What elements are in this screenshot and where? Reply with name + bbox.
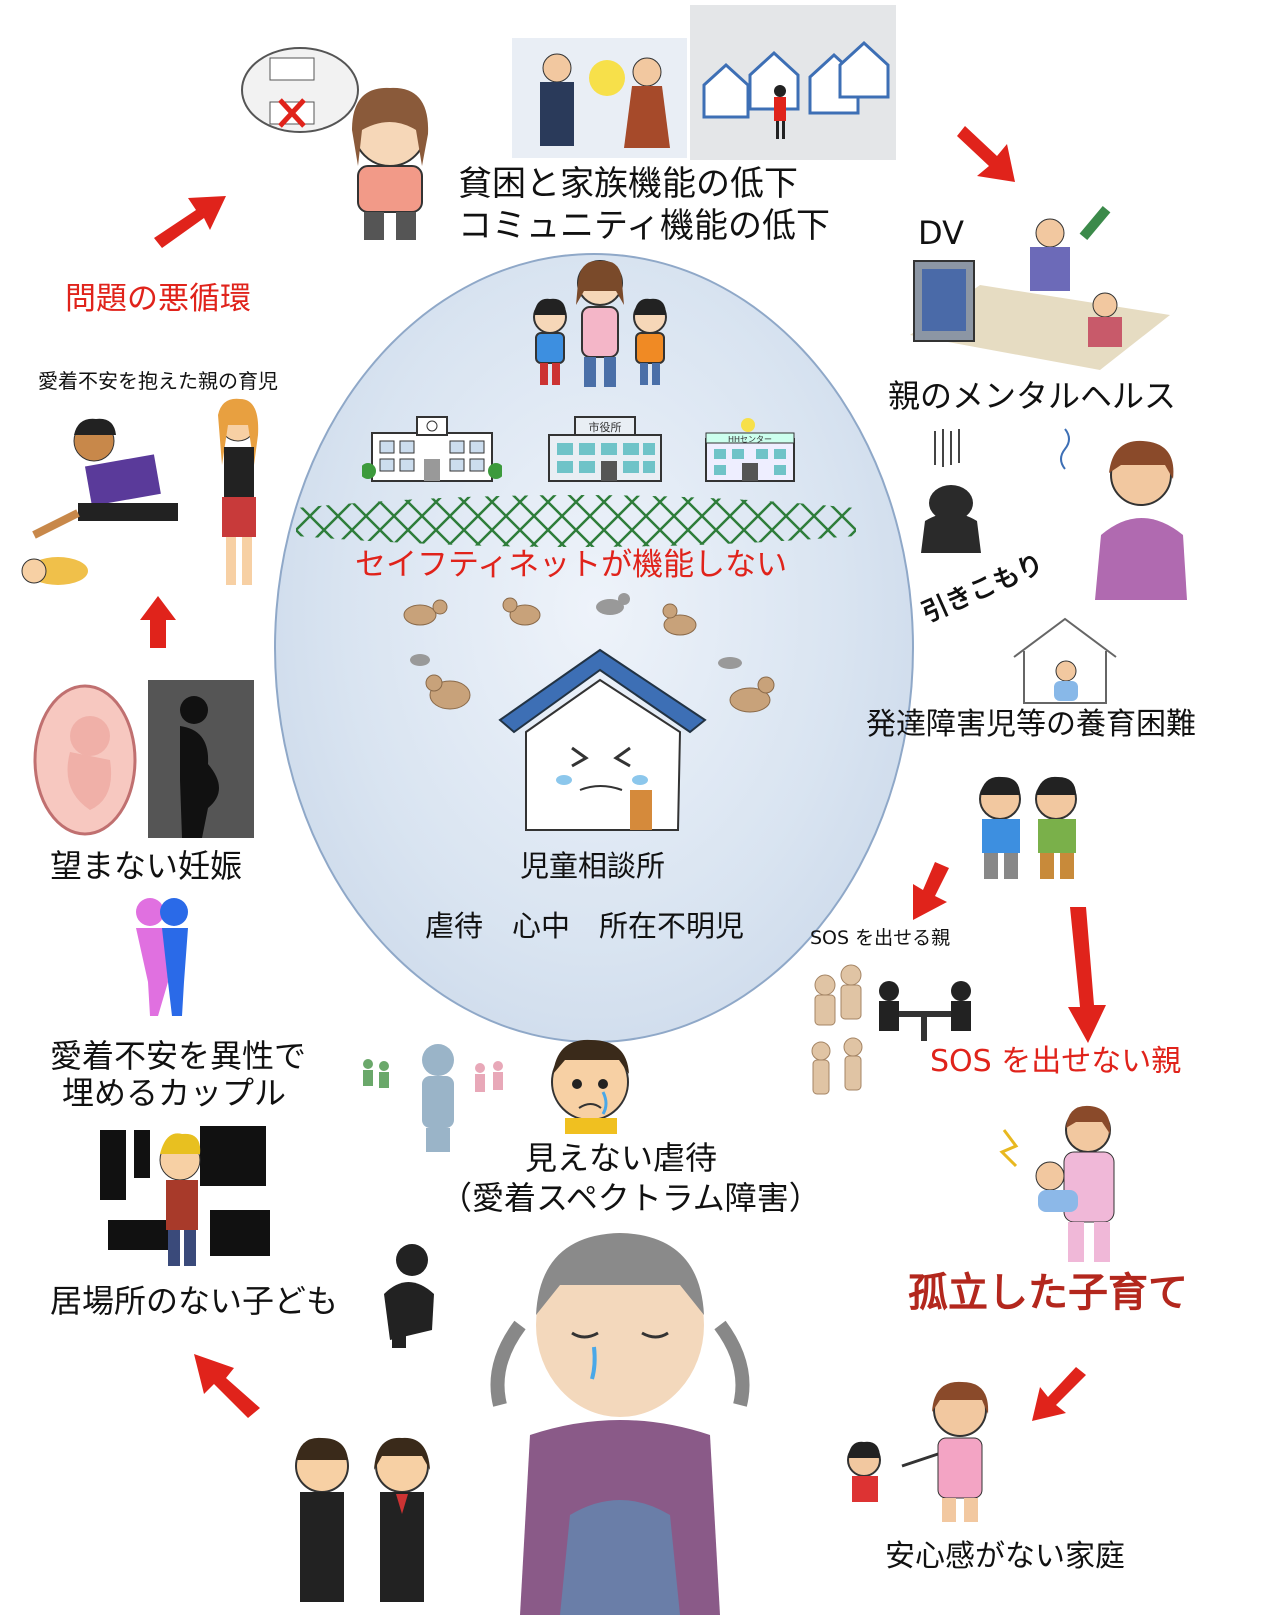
safety-net-label: セイフティネットが機能しない	[355, 547, 788, 583]
unwanted-pregnancy-label: 望まない妊娠	[50, 847, 243, 885]
outcomes-label: 虐待 心中 所在不明児	[425, 909, 745, 943]
worried-woman-icon	[241, 47, 429, 240]
city-hall-label: 市役所	[589, 420, 622, 434]
no-place-label: 居場所のない子ども	[50, 1282, 339, 1320]
consult-label: 児童相談所	[520, 849, 666, 883]
depressed-people-icon	[921, 428, 1187, 600]
no-security-label: 安心感がない家庭	[885, 1539, 1125, 1574]
arrow-icon	[154, 196, 226, 248]
fighting-kids-icon	[979, 776, 1077, 879]
mother-baby-icon	[999, 1105, 1115, 1262]
students-icon	[295, 1437, 430, 1602]
sos-can-label: SOS を出せる親	[810, 927, 951, 949]
school-icon	[362, 416, 502, 482]
community-houses-icon	[690, 5, 896, 160]
arrow-icon	[140, 596, 176, 648]
top-title-1: 貧困と家族機能の低下	[458, 164, 798, 204]
arrow-icon	[913, 862, 949, 920]
developmental-label: 発達障害児等の養育困難	[866, 707, 1196, 742]
mental-health-label: 親のメンタルヘルス	[888, 377, 1177, 415]
invisible-child-icon	[363, 1044, 503, 1152]
couple-label-2: 埋めるカップル	[62, 1074, 287, 1112]
dv-label: DV	[918, 214, 964, 252]
top-title-2: コミュニティ機能の低下	[458, 206, 830, 246]
couple-label-1: 愛着不安を異性で	[50, 1037, 307, 1075]
clinic-icon: HHセンター	[705, 418, 795, 482]
pregnancy-icon	[33, 680, 254, 838]
no-place-child-icon	[100, 1126, 270, 1266]
sad-girl-watercolor-icon	[490, 1233, 750, 1615]
parenting-scene-icon	[21, 398, 259, 585]
arguing-couple-icon	[512, 38, 687, 158]
falling-figures	[403, 593, 775, 713]
invisible-abuse-label-1: 見えない虐待	[525, 1139, 718, 1177]
clinic-label: HHセンター	[728, 435, 772, 444]
counseling-icon	[811, 964, 971, 1095]
arrow-icon	[1032, 1367, 1086, 1421]
hugging-couple-icon	[136, 898, 188, 1016]
isolated-label: 孤立した子育て	[908, 1270, 1188, 1316]
crying-boy-icon	[551, 1039, 629, 1134]
parenting-label: 愛着不安を抱えた親の育児	[38, 369, 278, 393]
arrow-icon	[1068, 907, 1106, 1043]
family-icon	[533, 260, 667, 387]
house-icon	[1013, 617, 1117, 704]
arrow-icon	[194, 1354, 260, 1418]
net-icon	[296, 495, 856, 547]
crouching-figure-icon	[384, 1244, 434, 1348]
dv-scene-icon	[910, 205, 1170, 370]
scolding-mother-icon	[847, 1381, 989, 1522]
invisible-abuse-label-2: （愛着スペクトラム障害）	[440, 1179, 821, 1217]
crying-house-icon	[498, 648, 707, 831]
arrow-icon	[957, 126, 1015, 182]
sos-cannot-label: SOS を出せない親	[930, 1044, 1182, 1079]
vicious-cycle-label: 問題の悪循環	[65, 281, 251, 317]
city-hall-icon: 市役所	[548, 416, 662, 482]
